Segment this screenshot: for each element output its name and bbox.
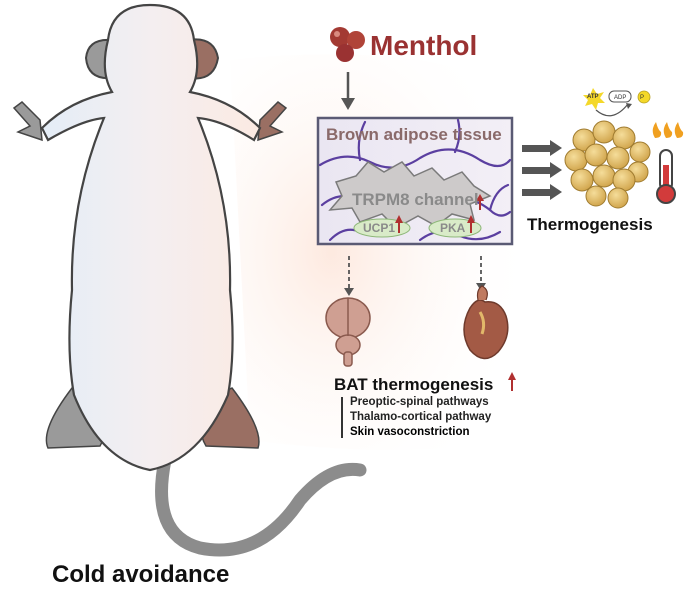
phosphate-label: P	[640, 95, 645, 101]
flame-icons	[652, 122, 684, 138]
bat-box	[316, 116, 514, 246]
bat-label: Brown adipose tissue	[326, 125, 502, 144]
mouse-illustration	[12, 3, 367, 557]
thermogenesis-label: Thermogenesis	[527, 215, 653, 234]
adp-label: ADP	[614, 95, 627, 101]
arrows-to-thermogenesis	[522, 140, 562, 200]
pka-up-arrow-icon	[467, 215, 475, 233]
bat-thermogenesis-label: BAT thermogenesis	[334, 375, 494, 394]
pka-oval	[428, 218, 482, 238]
mouse-paw-front-left	[12, 101, 43, 142]
atp-cycle	[583, 88, 651, 117]
ucp1-label: UCP1	[363, 221, 396, 235]
pathway-item: Skin vasoconstriction	[350, 426, 470, 438]
mouse-paw-front-right	[257, 101, 288, 142]
pathway-item: Thalamo-cortical pathway	[350, 411, 492, 423]
pka-label: PKA	[440, 221, 466, 235]
menthol-label: Menthol	[370, 30, 478, 61]
mouse-tail	[155, 453, 367, 557]
ucp1-oval	[353, 218, 411, 238]
ucp1-up-arrow-icon	[395, 215, 403, 233]
page-title: Cold avoidance	[52, 561, 230, 588]
pathway-item: Preoptic-spinal pathways	[350, 396, 489, 408]
atp-label: ATP	[587, 94, 599, 100]
trpm8-label: TRPM8 channel	[352, 190, 479, 209]
menthol-icon	[330, 27, 365, 62]
thermometer-icon	[656, 149, 676, 204]
arrow-menthol-to-tissue	[341, 72, 355, 110]
brain-icon	[325, 297, 371, 367]
trpm8-up-arrow-icon	[476, 194, 484, 210]
mouse-body	[40, 3, 262, 472]
heart-icon	[463, 285, 509, 360]
fat-cell-cluster	[564, 120, 651, 209]
bat-up-arrow-icon	[508, 372, 516, 391]
up-arrows	[395, 194, 516, 391]
trpm8-burst	[328, 161, 492, 229]
